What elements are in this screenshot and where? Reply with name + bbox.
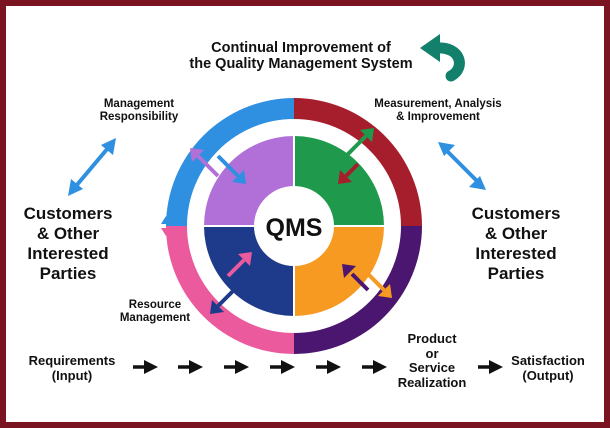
label-customers-right: Customers & Other Interested Parties (471, 204, 561, 284)
customer-link-arrow-right (438, 142, 486, 190)
ring-segment-measurement (294, 98, 422, 226)
label-satisfaction-output: Satisfaction (Output) (511, 353, 585, 383)
label-product-service-realization: Product or Service Realization (397, 331, 467, 390)
label-resource-management: Resource Management (119, 299, 191, 324)
curved-improvement-arrow (420, 34, 465, 82)
customer-link-arrow-left (68, 138, 116, 196)
label-management-responsibility: Management Responsibility (99, 98, 179, 123)
center-label: QMS (266, 214, 323, 242)
label-customers-left: Customers & Other Interested Parties (23, 204, 113, 284)
ring-segment-realization (294, 226, 422, 354)
ring-junction-arrows (161, 99, 421, 351)
ring-segment-resource (166, 226, 294, 354)
label-requirements-input: Requirements (Input) (28, 353, 116, 383)
ring-quadrant-arrows (190, 128, 392, 314)
qms-diagram: QMS (68, 34, 503, 374)
label-measurement-analysis: Measurement, Analysis & Improvement (374, 98, 502, 123)
ring-segment-management (166, 98, 294, 226)
diagram-title: Continual Improvement of the Quality Man… (189, 40, 413, 73)
qms-center (254, 186, 334, 266)
